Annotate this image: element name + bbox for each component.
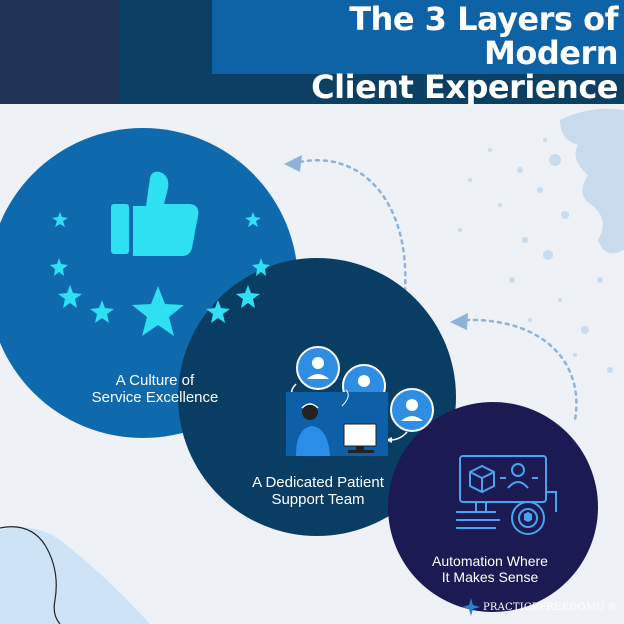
layer-2-line-2: Support Team — [271, 491, 365, 508]
layer-3-line-1: Automation Where — [432, 553, 548, 569]
header-banner: The 3 Layers of Modern Client Experience — [0, 0, 624, 104]
title-line-2: Client Experience — [311, 68, 618, 106]
layer-label-support-team: A Dedicated Patient Support Team — [218, 474, 418, 508]
automation-network-icon — [456, 455, 557, 535]
layer-circle-automation — [388, 402, 598, 612]
agent-figure — [296, 403, 330, 456]
support-agent-icon — [286, 346, 434, 456]
layer-3-line-2: It Makes Sense — [441, 569, 539, 585]
dashed-arrow-bottom — [450, 313, 578, 422]
header-accent-block — [0, 0, 120, 104]
brand-logo: PRACTICEFREEDOMU ® — [461, 598, 618, 616]
light-blob-decoration — [0, 526, 150, 624]
customer-avatar-icon — [390, 388, 434, 432]
layer-1-line-1: A Culture of — [115, 372, 195, 389]
compass-star-icon — [461, 598, 480, 616]
layer-label-service-excellence: A Culture of Service Excellence — [70, 372, 240, 406]
layer-label-automation: Automation Where It Makes Sense — [400, 553, 580, 585]
layer-2-line-1: A Dedicated Patient — [252, 474, 384, 491]
layer-1-line-2: Service Excellence — [91, 389, 219, 406]
dashed-arrow-top — [284, 155, 407, 292]
page-title: The 3 Layers of Modern Client Experience — [212, 2, 618, 104]
brand-trademark: ® — [607, 601, 618, 613]
thumbs-up-stars-icon — [50, 171, 270, 336]
customer-avatar-icon — [296, 346, 340, 390]
paint-splatter-decoration — [458, 108, 624, 373]
brand-name: PRACTICEFREEDOMU — [482, 601, 605, 613]
computer-monitor — [343, 423, 377, 453]
title-line-1: The 3 Layers of Modern — [349, 0, 618, 72]
title-box: The 3 Layers of Modern Client Experience — [212, 0, 624, 104]
